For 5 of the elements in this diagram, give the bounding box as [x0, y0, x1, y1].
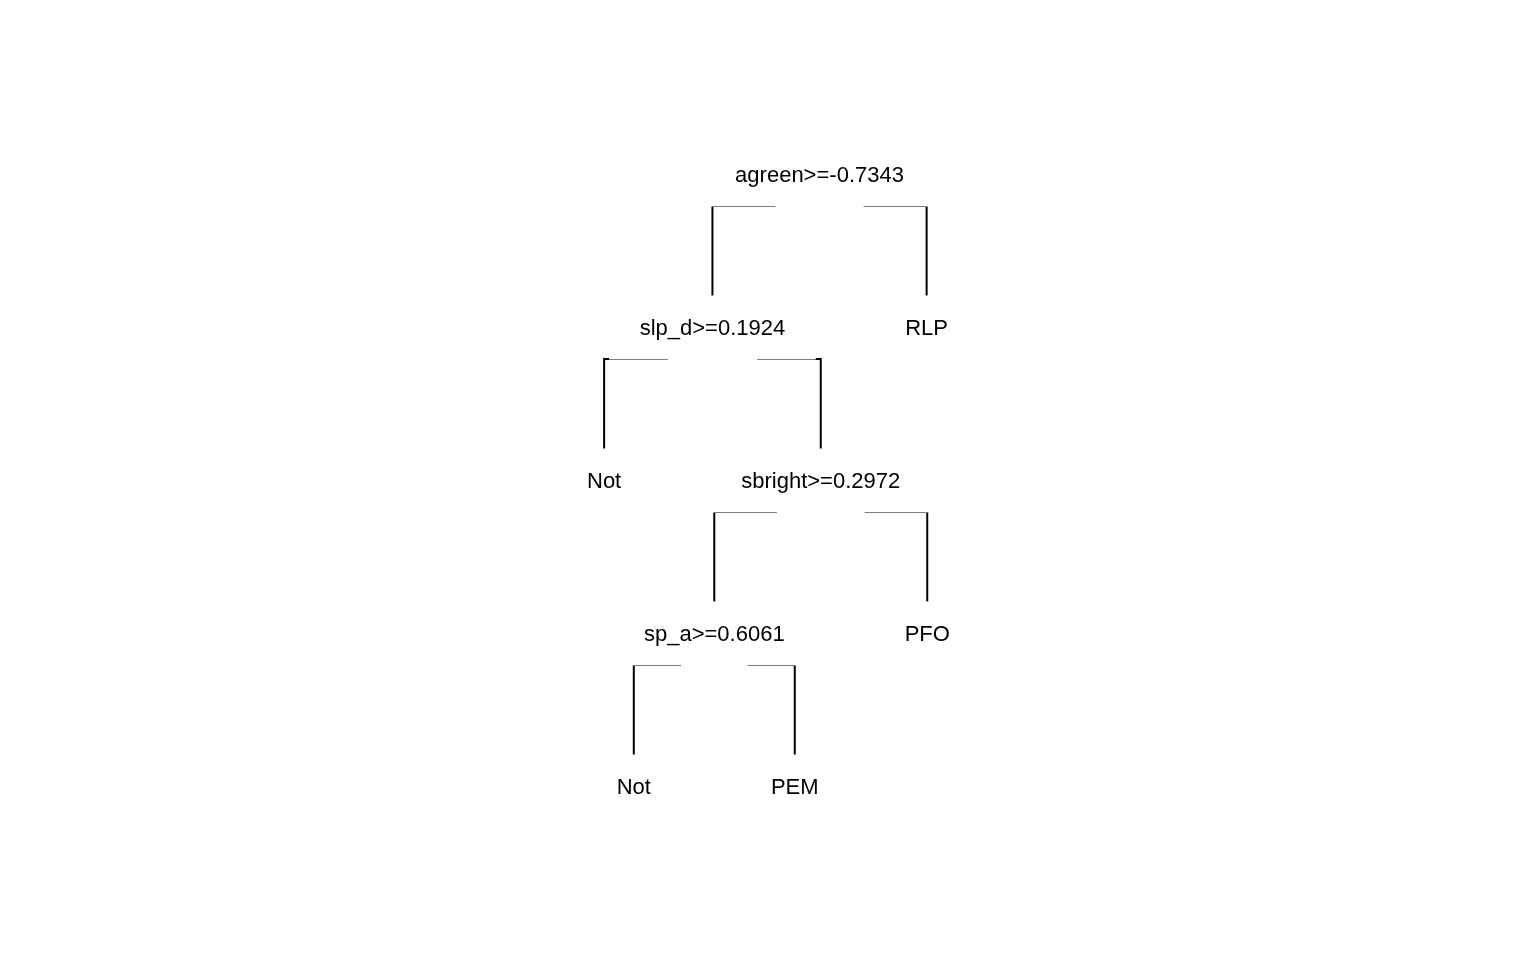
node-text: Not — [616, 773, 651, 799]
node-text: PFO — [904, 620, 950, 646]
node-text: PEM — [770, 773, 819, 799]
node-text: RLP — [904, 314, 948, 340]
node-text: Not — [586, 467, 621, 493]
